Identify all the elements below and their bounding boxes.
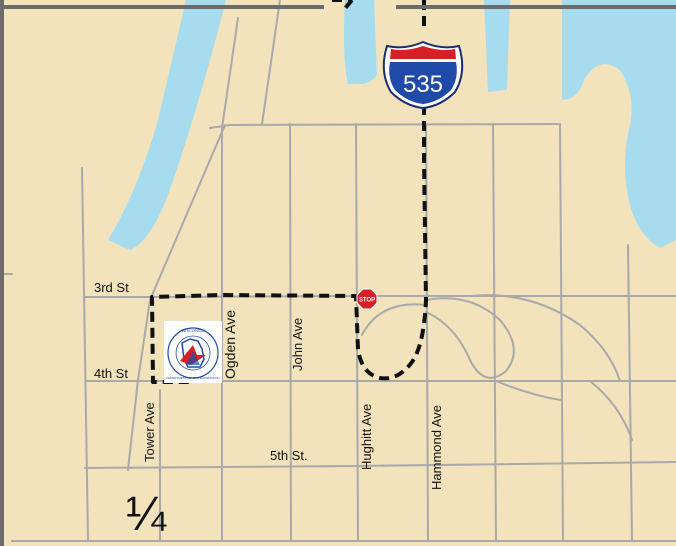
bay-channel-left [108,0,226,250]
slip-water-1 [344,0,377,84]
stop-sign: STOP [356,288,378,310]
street-label-3rd-st: 3rd St [94,280,129,295]
slip-water-2 [484,0,510,92]
logo-text-bottom: DEPARTMENT OF TRANSPORTATION [166,376,219,380]
logo-seal-ring [167,327,219,379]
street-label-john-ave: John Ave [290,318,305,371]
corner-mark: ¼ [126,488,167,541]
shield-number: 535 [403,71,443,98]
shield-blue-field [389,62,457,104]
street-label-4th-st: 4th St [94,366,128,381]
interstate-shield: 535 [382,40,464,110]
street-label-ogden-ave: Ogden Ave [222,310,238,379]
logo-text-top: WISCONSIN [181,328,204,333]
stop-sign-text: STOP [359,298,375,304]
bay-water-right [562,0,676,248]
wisdot-logo: WISCONSIN DEPARTMENT OF TRANSPORTATION [164,321,222,383]
shield-red-band [390,46,456,59]
stop-sign-icon [356,288,378,310]
street-label-hammond-ave: Hammond Ave [429,405,444,490]
street-label-5th-st: 5th St. [270,448,308,463]
street-label-hughitt-ave: Hughitt Ave [359,404,374,470]
street-label-tower-ave: Tower Ave [142,402,157,462]
water-bodies [108,0,676,250]
